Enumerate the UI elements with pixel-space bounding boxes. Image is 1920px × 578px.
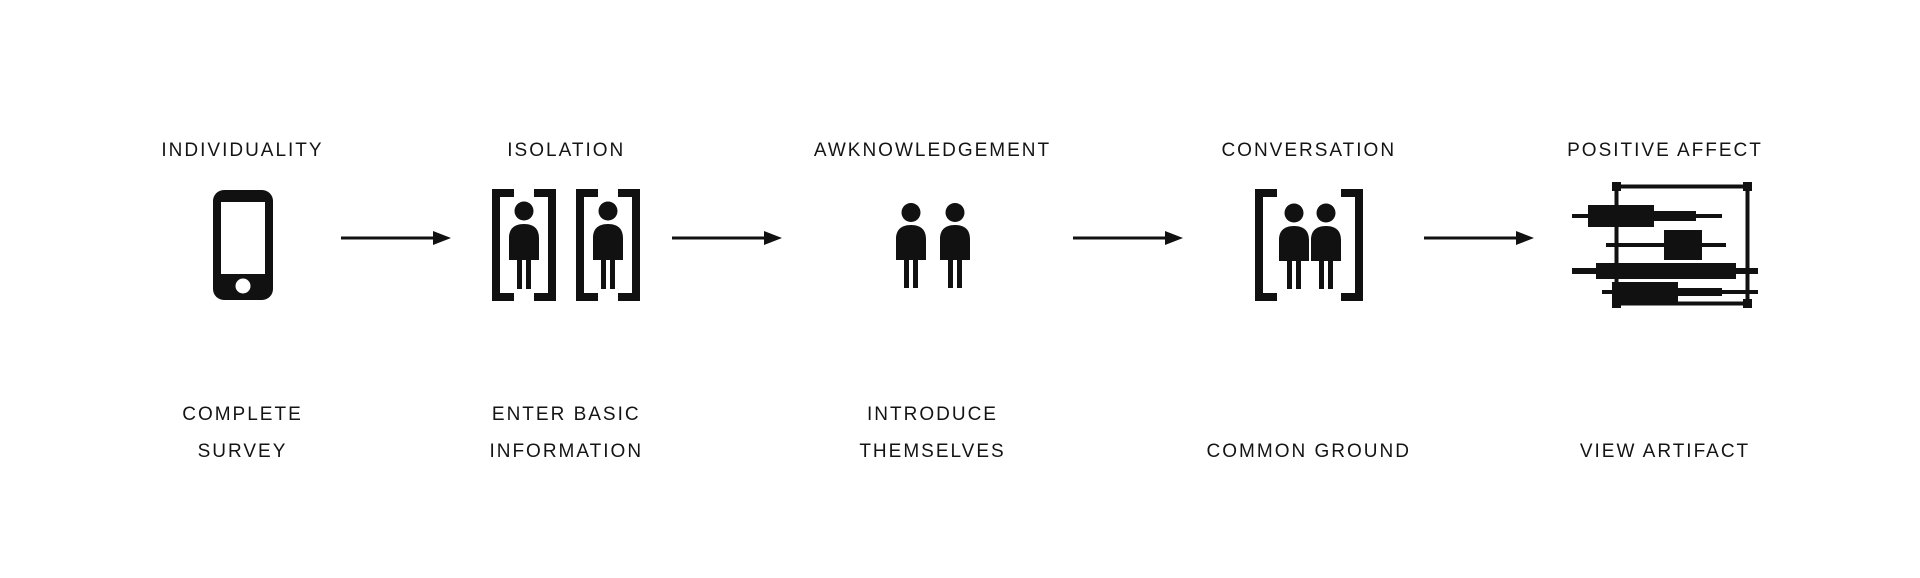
stage-title: AWKNOWLEDGEMENT: [813, 140, 1052, 161]
arrow-right-icon: [1073, 228, 1193, 258]
two-people-icon: [838, 175, 1028, 315]
flow-stage-positive-affect: POSITIVE AFFECT: [1550, 0, 1780, 578]
stage-title: CONVERSATION: [1221, 140, 1397, 161]
arrow-cell: [1419, 0, 1550, 578]
flow-stage-individuality: INDIVIDUALITY COMPLETE SURVEY: [150, 0, 335, 578]
flow-stage-isolation: ISOLATION: [466, 0, 666, 578]
two-bracketed-people-icon: [471, 175, 661, 315]
stage-caption: ENTER BASIC INFORMATION: [489, 396, 643, 470]
caption-line: VIEW ARTIFACT: [1579, 441, 1751, 462]
arrow-cell: [335, 0, 466, 578]
stage-title: ISOLATION: [507, 140, 626, 161]
caption-line: INTRODUCE: [867, 404, 998, 425]
smartphone-icon: [148, 175, 338, 315]
caption-line: SURVEY: [197, 441, 288, 462]
stage-caption: VIEW ARTIFACT: [1580, 433, 1750, 470]
stage-title: INDIVIDUALITY: [161, 140, 324, 161]
arrow-cell: [1068, 0, 1199, 578]
artifact-chart-icon: [1570, 175, 1760, 315]
stage-title: POSITIVE AFFECT: [1567, 140, 1763, 161]
arrow-right-icon: [340, 228, 461, 258]
arrow-right-icon: [671, 228, 792, 258]
arrow-cell: [666, 0, 797, 578]
caption-line: COMPLETE: [182, 404, 303, 425]
caption-line: ENTER BASIC: [491, 404, 641, 425]
two-people-in-shared-bracket-icon: [1214, 175, 1404, 315]
caption-line: COMMON GROUND: [1206, 441, 1411, 462]
caption-line: THEMSELVES: [859, 441, 1006, 462]
arrow-right-icon: [1424, 228, 1544, 258]
stage-caption: COMMON GROUND: [1207, 433, 1411, 470]
caption-line: INFORMATION: [489, 441, 644, 462]
flow-stage-awknowledgement: AWKNOWLEDGEMENT INTRODUCE THEMSELVES: [798, 0, 1068, 578]
flow-row: INDIVIDUALITY COMPLETE SURVEY: [150, 0, 1780, 578]
stage-caption: INTRODUCE THEMSELVES: [859, 396, 1005, 470]
flow-stage-conversation: CONVERSATION: [1199, 0, 1419, 578]
stage-caption: COMPLETE SURVEY: [182, 396, 303, 470]
